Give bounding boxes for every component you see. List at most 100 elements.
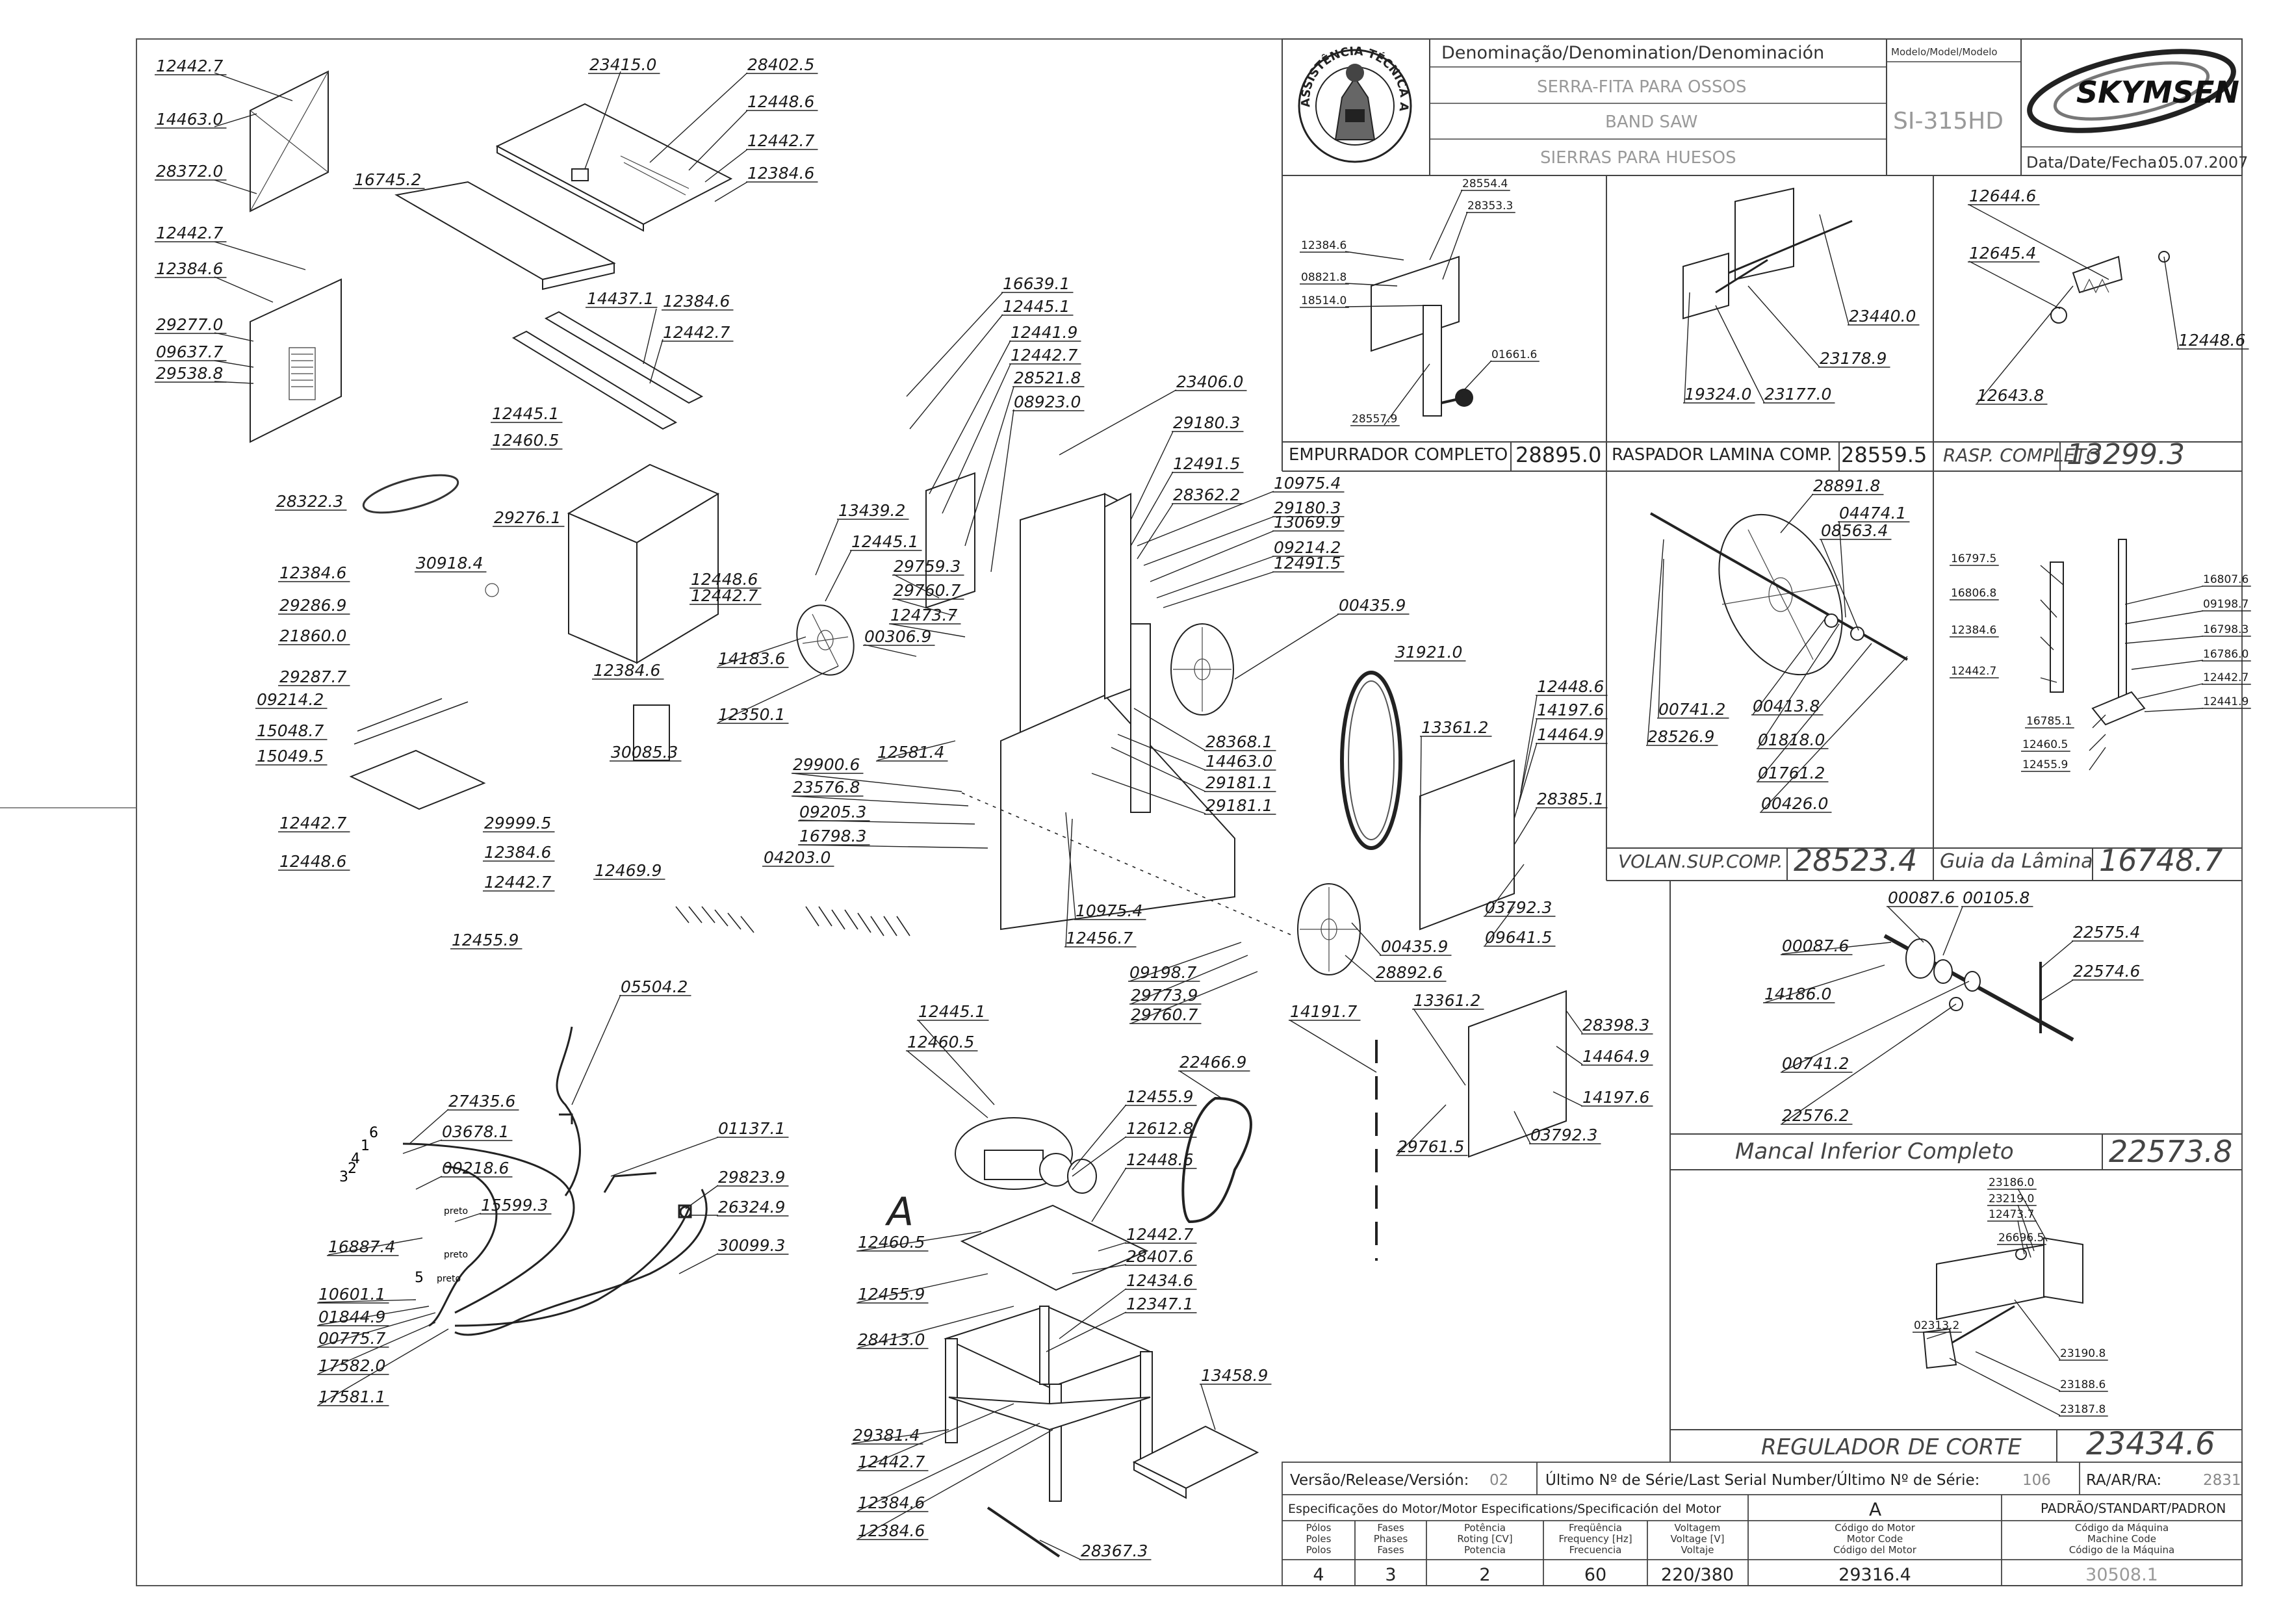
part-number-s12: 12384.6 xyxy=(1951,624,1996,637)
table-top xyxy=(495,103,733,226)
leader-line xyxy=(1949,1358,2061,1416)
leader-line xyxy=(2014,1299,2061,1360)
part-number-p122: 12455.9 xyxy=(858,1285,925,1304)
footer-table xyxy=(1282,1462,2243,1586)
version-label: Versão/Release/Versión: xyxy=(1290,1472,1469,1489)
part-number-p19: 28322.3 xyxy=(276,492,343,511)
leader-line xyxy=(1072,1264,1127,1274)
part-number-p68: 13361.2 xyxy=(1421,718,1488,737)
leader-line xyxy=(1150,530,1274,582)
ra-label: RA/AR/RA: xyxy=(2086,1472,2161,1489)
leader-line xyxy=(1429,189,1463,261)
drive-belt xyxy=(1181,1096,1252,1224)
part-number-p70: 28368.1 xyxy=(1205,732,1272,751)
part-number-p109: 17582.0 xyxy=(318,1356,385,1375)
leader-line xyxy=(1133,708,1206,751)
part-number-s16: 12441.9 xyxy=(2203,695,2249,708)
leader-line xyxy=(1514,807,1538,845)
part-number-p6: 09637.7 xyxy=(156,342,223,361)
part-number-p37: 12442.7 xyxy=(484,873,551,892)
motor-plate xyxy=(960,1204,1149,1291)
leader-line xyxy=(318,1322,436,1374)
part-number-s6: 28557.9 xyxy=(1352,413,1397,426)
part-number-p133: 12643.8 xyxy=(1977,386,2044,405)
part-number-p106: 10601.1 xyxy=(318,1285,385,1304)
leader-line xyxy=(1715,305,1765,404)
spec-header-1: Fases xyxy=(1377,1544,1404,1556)
leader-line xyxy=(328,1237,423,1256)
stand xyxy=(944,1305,1153,1502)
leader-line xyxy=(1065,818,1073,947)
spacer-block xyxy=(633,704,670,761)
leader-line xyxy=(799,844,988,849)
part-number-p100: 15599.3 xyxy=(481,1196,548,1215)
part-number-p154: 22576.2 xyxy=(1782,1106,1849,1125)
leader-line xyxy=(964,386,1014,547)
part-number-p47: 29180.3 xyxy=(1173,413,1240,432)
leader-line xyxy=(214,179,257,194)
leader-line xyxy=(2089,747,2106,771)
part-number-p152: 14186.0 xyxy=(1764,985,1831,1003)
brand-name: SKYMSEN xyxy=(2076,75,2239,110)
part-number-p55: 00306.9 xyxy=(864,627,931,646)
leader-line xyxy=(2017,1220,2025,1255)
part-number-p81: 09641.5 xyxy=(1485,928,1552,947)
part-number-s20: 23186.0 xyxy=(1989,1176,2034,1189)
subassembly-code-6: 22573.8 xyxy=(2109,1134,2232,1169)
date-value: 05.07.2007 xyxy=(2159,153,2248,172)
spec-header-0: Polos xyxy=(1306,1544,1332,1556)
leader-line xyxy=(852,1429,949,1444)
part-number-p66: 14197.6 xyxy=(1537,701,1604,719)
wiring-harness xyxy=(402,1026,708,1336)
part-number-p9: 28402.5 xyxy=(747,55,814,74)
subassembly-name-1: EMPURRADOR COMPLETO xyxy=(1289,445,1508,465)
part-number-p7: 29538.8 xyxy=(156,364,223,383)
part-number-p35: 29999.5 xyxy=(484,814,551,832)
leader-line xyxy=(1130,431,1174,521)
part-number-p30: 09214.2 xyxy=(257,690,324,709)
leader-line xyxy=(1289,1020,1377,1073)
part-number-p15: 12384.6 xyxy=(663,292,730,311)
scraper-sketch xyxy=(1682,187,1853,320)
part-number-p123: 28413.0 xyxy=(858,1330,925,1349)
part-number-s15: 12442.7 xyxy=(2203,671,2249,684)
model-code: SI-315HD xyxy=(1893,108,2004,135)
part-number-p138: 28891.8 xyxy=(1813,476,1880,495)
part-number-p46: 23406.0 xyxy=(1176,372,1243,391)
leader-line xyxy=(2131,660,2204,670)
part-number-p104: 26324.9 xyxy=(718,1198,785,1217)
leader-line xyxy=(1514,742,1538,819)
leader-line xyxy=(1059,389,1177,456)
skymsen-logo: SKYMSEN xyxy=(2027,49,2239,133)
part-number-p63: 00435.9 xyxy=(1339,596,1406,615)
part-number-s17: 16785.1 xyxy=(2026,715,2072,728)
part-number-p5: 29277.0 xyxy=(156,315,223,334)
part-number-p29: 29287.7 xyxy=(279,667,346,686)
rail-1 xyxy=(544,311,704,404)
part-number-p96: 05504.2 xyxy=(621,977,688,996)
part-number-p4: 12384.6 xyxy=(156,259,223,278)
part-labels: 12442.714463.028372.012442.712384.629277… xyxy=(155,55,2251,1560)
part-number-p18: 12460.5 xyxy=(492,431,559,450)
leader-line xyxy=(1234,613,1339,680)
rail-2 xyxy=(511,330,678,430)
part-number-s13: 16786.0 xyxy=(2203,648,2249,661)
spec-header-6: Código de la Máquina xyxy=(2069,1544,2174,1556)
leader-line xyxy=(2089,734,2106,751)
leader-line xyxy=(857,1273,988,1303)
part-number-p89: 14191.7 xyxy=(1290,1002,1357,1021)
part-number-p118: 28407.6 xyxy=(1126,1247,1193,1266)
leader-line xyxy=(214,276,274,303)
upper-wheel-assembly-sketch xyxy=(1650,512,1908,676)
scraper-spring-sketch xyxy=(2050,251,2170,324)
part-number-p110: 17581.1 xyxy=(318,1387,385,1406)
part-number-s26: 23188.6 xyxy=(2060,1378,2106,1391)
leader-line xyxy=(1520,695,1538,793)
part-number-p112: 12460.5 xyxy=(907,1033,974,1051)
part-number-p44: 28521.8 xyxy=(1014,368,1081,387)
part-number-s18: 12460.5 xyxy=(2022,738,2068,751)
wire-color-label: preto xyxy=(444,1250,468,1260)
screw-set xyxy=(675,906,910,936)
leader-line xyxy=(792,773,962,792)
